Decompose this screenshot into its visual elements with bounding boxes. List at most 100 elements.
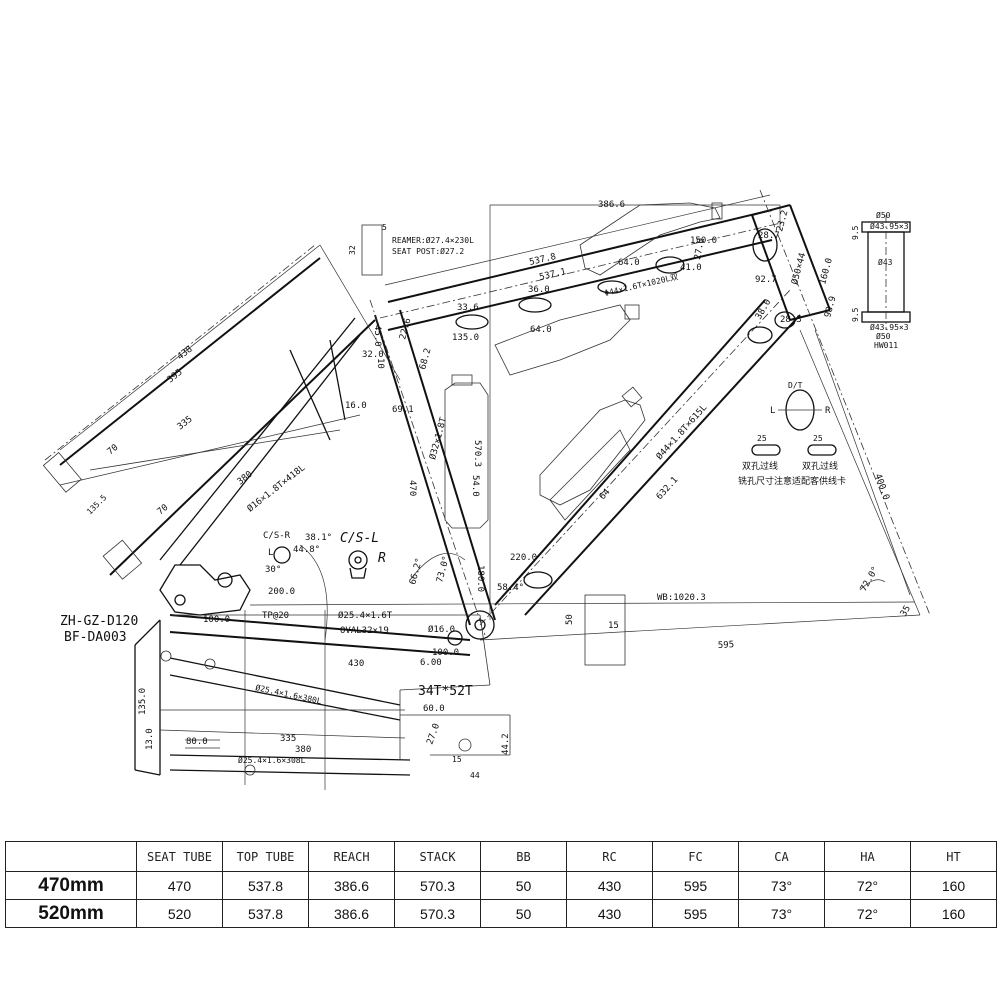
table-header: REACH [308, 841, 395, 872]
seatstay-angle-30: 30° [265, 565, 281, 575]
seatpost-post: SEAT POST:Ø27.2 [392, 246, 464, 256]
table-cell: 73° [738, 871, 825, 900]
down-tube: Ø44×1.8T×615L 632.1 64 [479, 289, 801, 626]
head-tube-dim-28b: 28.3 [780, 315, 802, 325]
headset-bottom-dia: Ø50 [876, 331, 891, 341]
cable-hole-dt: D/T [788, 381, 803, 390]
table-cell: 386.6 [308, 899, 395, 928]
seatpost-dim-5: 5 [382, 223, 387, 232]
table-cell: 160 [910, 871, 997, 900]
seat-tube-stack: 570.3 [472, 440, 482, 467]
headset-detail: Ø50 Ø43.95×3 Ø43 Ø43.95×3 Ø50 9.5 9.5 HW… [851, 210, 911, 350]
seat-tube-dim-69: 69.1 [392, 405, 414, 415]
head-tube-spec: Ø50×44 [789, 252, 808, 286]
cable-hole-right: R [825, 406, 831, 416]
head-tube-length: 160.0 [818, 257, 835, 286]
cable-hole-note3: 铣孔尺寸注意适配客供线卡 [738, 475, 846, 487]
chainstay-dim-135: 135.0 [138, 688, 148, 715]
table-header: BB [480, 841, 567, 872]
seatstay-dim-395: 395 [166, 367, 185, 385]
table-cell: 160 [910, 899, 997, 928]
seatstay-dim-200: 200.0 [268, 587, 295, 597]
top-tube-dim-36: 36.0 [528, 285, 550, 295]
angle-58: 58.4° [497, 583, 524, 593]
bb-dim-15: 15 [608, 621, 619, 631]
seatstay-angle-38: 38.1° [305, 533, 332, 543]
table-cell: 595 [652, 871, 739, 900]
front-center-label: 595 [718, 640, 735, 651]
seat-tube-dim-68: 68.2 [418, 347, 433, 371]
chainstay-length: 430 [348, 659, 364, 669]
table-cell: 570.3 [394, 899, 481, 928]
down-tube-length: 632.1 [655, 475, 681, 502]
top-tube: 537.8 537.1 Φ44×1.6T×1020L双 150.0 64.0 3… [379, 194, 786, 343]
brake-mount-csr-l: L [268, 548, 273, 558]
table-cell: 520 [136, 899, 223, 928]
headset-bore-bottom: Ø43.95×3 [870, 322, 909, 332]
table-cell: 50 [480, 871, 567, 900]
table-header: SEAT TUBE [136, 841, 223, 872]
dim-180: 180.0 [475, 565, 485, 592]
brake-mount-csl: C/S-L [340, 531, 379, 546]
headset-h-top: 9.5 [851, 225, 860, 240]
seat-tube-dim-32: 32.0 [362, 350, 384, 360]
headset-h-bottom: 9.5 [851, 307, 860, 322]
reach-label: 386.6 [598, 200, 625, 210]
table-cell: 595 [652, 899, 739, 928]
top-tube-dim-33: 33.6 [457, 303, 479, 313]
dim-220: 220.0 [510, 553, 537, 563]
table-cell: 72° [824, 871, 911, 900]
head-angle-label: 72.0° [859, 565, 881, 593]
seatstay-dim-380: 380 [236, 469, 255, 487]
seat-tube-length: 470 [407, 480, 417, 496]
seatstay-dim-335: 335 [176, 414, 195, 432]
chainstay-dim-335: 335 [280, 734, 296, 744]
chainstay-spec4: Ø25.4×1.6×308L [238, 755, 306, 765]
down-tube-bottle [539, 386, 646, 521]
seatpost-dim-32: 32 [348, 245, 357, 255]
seatstay-dim-135: 135.5 [85, 493, 109, 517]
brake-mount-csr: C/S-R [263, 531, 291, 541]
head-tube-dim-92: 92.7 [755, 275, 777, 285]
headset-top-dia: Ø50 [876, 210, 891, 220]
table-cell: 537.8 [222, 899, 309, 928]
chainstay-dim-27: 27.0 [425, 722, 442, 746]
seat-tube-dim-22: 22.6 [398, 317, 413, 341]
table-cell: 72° [824, 899, 911, 928]
table-header: CA [738, 841, 825, 872]
chainstay-dim-60: 60.0 [423, 704, 445, 714]
seatpost-reamer: REAMER:Ø27.4×230L [392, 235, 474, 245]
seat-tube-dim-45: 45.0 [372, 325, 382, 347]
top-tube-dim-27: 27.0 [693, 237, 707, 260]
cable-hole-left: L [770, 406, 775, 416]
cable-hole-note1: 双孔过线 [742, 460, 778, 472]
bb-height-label: 50 [565, 614, 575, 625]
brake-mount-callouts: C/S-R L C/S-L R [263, 531, 386, 579]
reach-reference-box: 386.6 [489, 200, 781, 620]
chainstay-dim-380: 380 [295, 745, 311, 755]
frame-geometry-drawing: 386.6 537.8 537.1 Φ44×1.6T×1020L双 150.0 … [42, 189, 931, 790]
table-cell: 430 [566, 871, 653, 900]
chainstay-dim-15: 15 [452, 755, 462, 764]
table-header: TOP TUBE [222, 841, 309, 872]
angle-66: 66.2° [408, 557, 425, 586]
top-tube-dim-64a: 64.0 [618, 258, 640, 268]
frame-size-cell: 520mm [5, 899, 137, 928]
seat-tube-dim-16: 16.0 [345, 401, 367, 411]
chainstay-dim-44: 44 [470, 771, 480, 780]
wheelbase-label: WB:1020.3 [657, 593, 706, 603]
table-cell: 430 [566, 899, 653, 928]
chainstay-dim-44-2: 44.2 [501, 733, 511, 755]
table-header: RC [566, 841, 653, 872]
table-header: HT [910, 841, 997, 872]
chainstay-dim-80: 80.0 [186, 737, 208, 747]
seat-tube-bottle [444, 304, 640, 529]
top-tube-bottle [579, 202, 723, 276]
headset-bore-top: Ø43.95×3 [870, 221, 909, 231]
seat-tube-spec: Ø32×1.8T [427, 415, 449, 460]
top-tube-dim-150: 150.0 [690, 236, 717, 246]
table-cell: 73° [738, 899, 825, 928]
model-codes: ZH-GZ-D120 BF-DA003 [60, 614, 138, 645]
seatstay-dim-70a: 70 [106, 443, 121, 458]
down-tube-dim-64: 64 [598, 487, 613, 502]
